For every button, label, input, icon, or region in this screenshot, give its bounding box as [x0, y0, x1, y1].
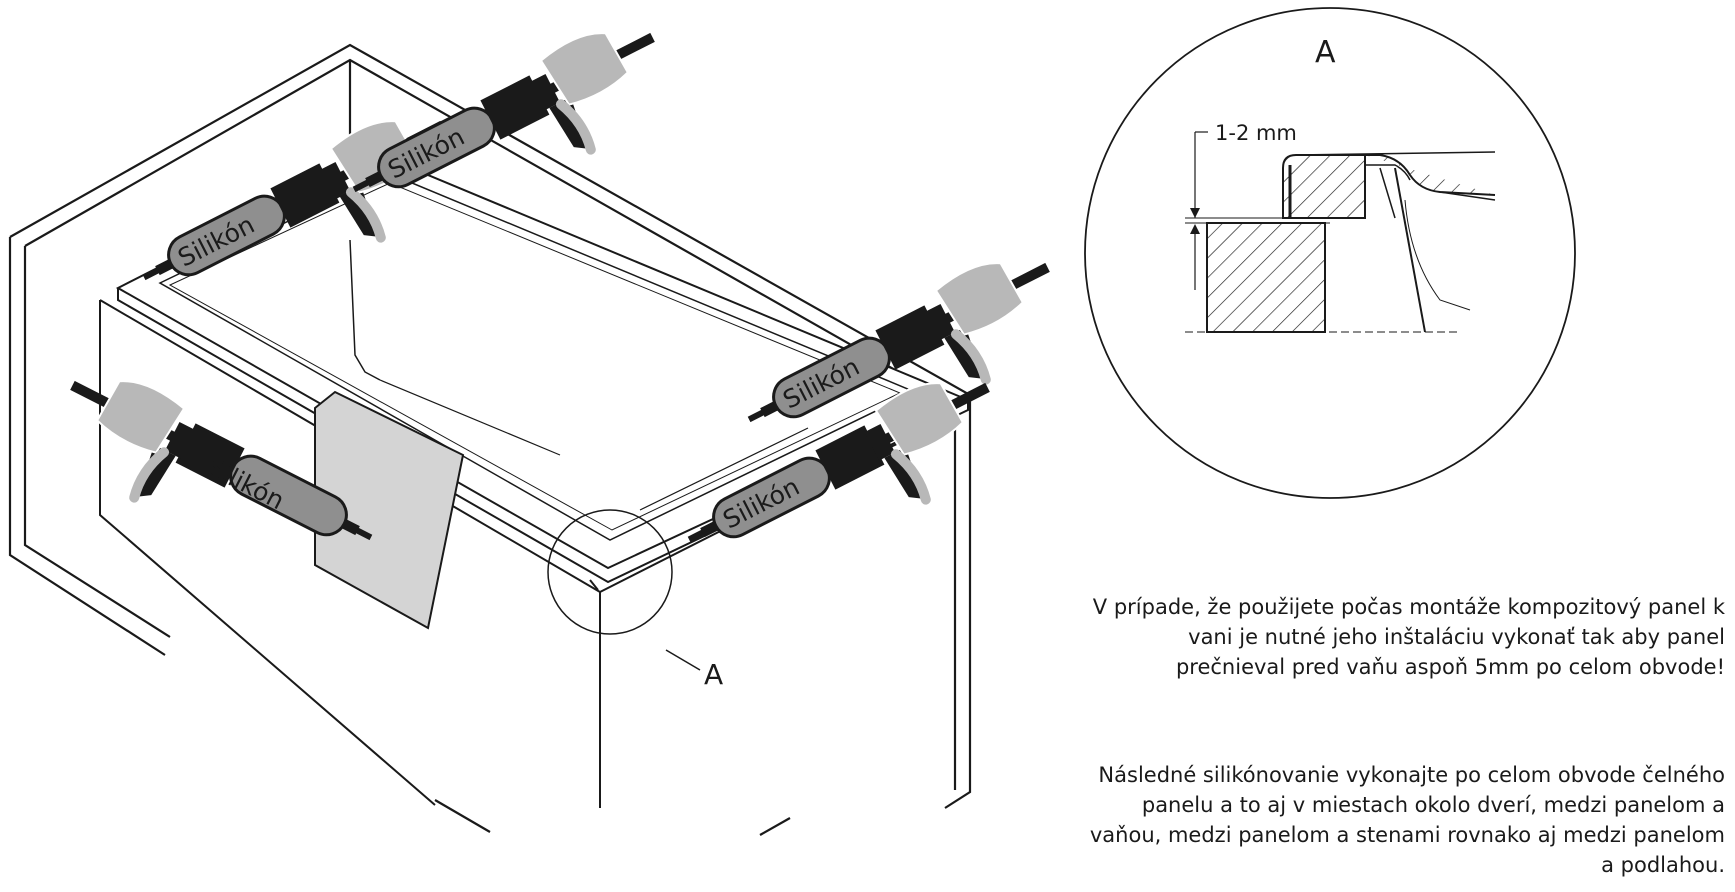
caption-silicone-instructions: Následné silikónovanie vykonajte po celo… [1085, 760, 1725, 880]
detail-a-view: A 1-2 mm [1084, 7, 1576, 499]
caption-panel-overlap: V prípade, že použijete počas montáže ko… [1085, 592, 1725, 682]
detail-a-callout-circle [547, 509, 673, 635]
caption-panel-overlap-text: V prípade, že použijete počas montáže ko… [1092, 595, 1725, 679]
detail-a-letter: A [1315, 35, 1336, 70]
detail-a-callout-letter: A [704, 658, 723, 691]
detail-a-gap-label: 1-2 mm [1215, 121, 1297, 145]
detail-a-leader-line [665, 649, 701, 671]
caption-silicone-instructions-text: Následné silikónovanie vykonajte po celo… [1089, 763, 1725, 877]
front-panel-door [314, 390, 465, 630]
